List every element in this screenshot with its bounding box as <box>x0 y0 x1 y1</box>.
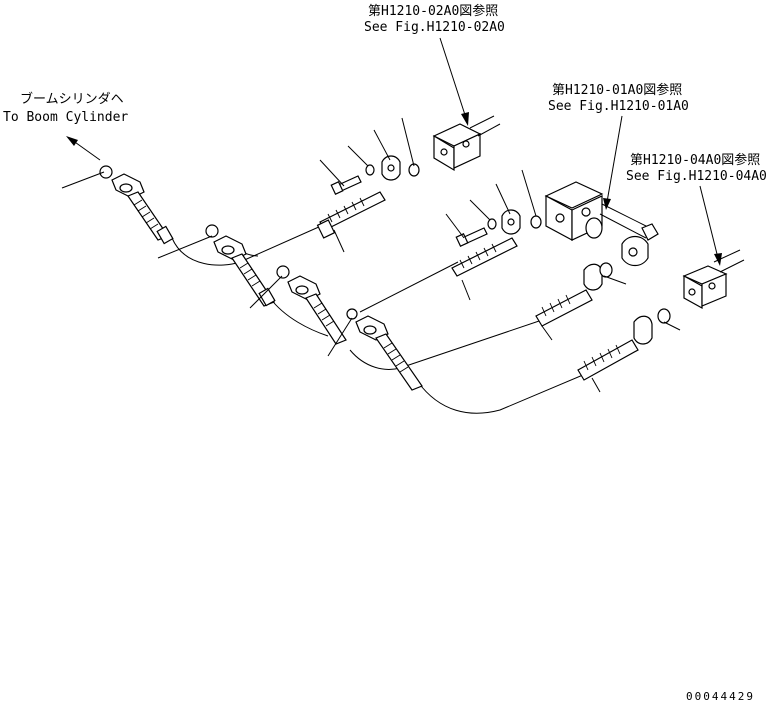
o-ring-2 <box>205 224 219 238</box>
ref-02a0-jp-label: 第H1210-02A0図参照 <box>368 3 498 19</box>
valve-block-02a0 <box>432 115 501 172</box>
leader-arrow-01a0 <box>603 115 623 210</box>
upper-fitting-assembly <box>316 155 420 239</box>
o-ring-4 <box>346 308 358 320</box>
leader-arrow-boom <box>66 136 101 161</box>
ref-01a0-en-label: See Fig.H1210-01A0 <box>548 99 689 114</box>
hose-fitting-a <box>111 173 174 245</box>
hose-fitting-d <box>355 315 423 391</box>
hose-fitting-c <box>287 275 347 345</box>
right-fitting-assembly <box>535 262 613 327</box>
drawing-number: 00044429 <box>686 690 755 703</box>
leader-arrow-04a0 <box>699 185 722 266</box>
leader-arrow-02a0 <box>439 37 469 126</box>
ref-04a0-jp-label: 第H1210-04A0図参照 <box>630 152 760 168</box>
o-ring-3 <box>276 265 290 279</box>
boom-cylinder-en-label: To Boom Cylinder <box>3 110 128 125</box>
ref-02a0-en-label: See Fig.H1210-02A0 <box>364 20 505 35</box>
o-ring-1 <box>99 165 113 179</box>
part-leader-lines <box>61 117 681 393</box>
boom-cylinder-jp-label: ブームシリンダヘ <box>20 91 124 107</box>
valve-block-04a0 <box>682 249 745 310</box>
bottom-fitting-assembly <box>577 308 671 381</box>
ref-04a0-en-label: See Fig.H1210-04A0 <box>626 169 767 184</box>
hose-lines <box>171 221 591 414</box>
hose-fitting-b <box>213 235 276 307</box>
valve-block-01a0 <box>544 181 659 267</box>
ref-01a0-jp-label: 第H1210-01A0図参照 <box>552 82 682 98</box>
middle-fitting-assembly <box>451 209 542 277</box>
